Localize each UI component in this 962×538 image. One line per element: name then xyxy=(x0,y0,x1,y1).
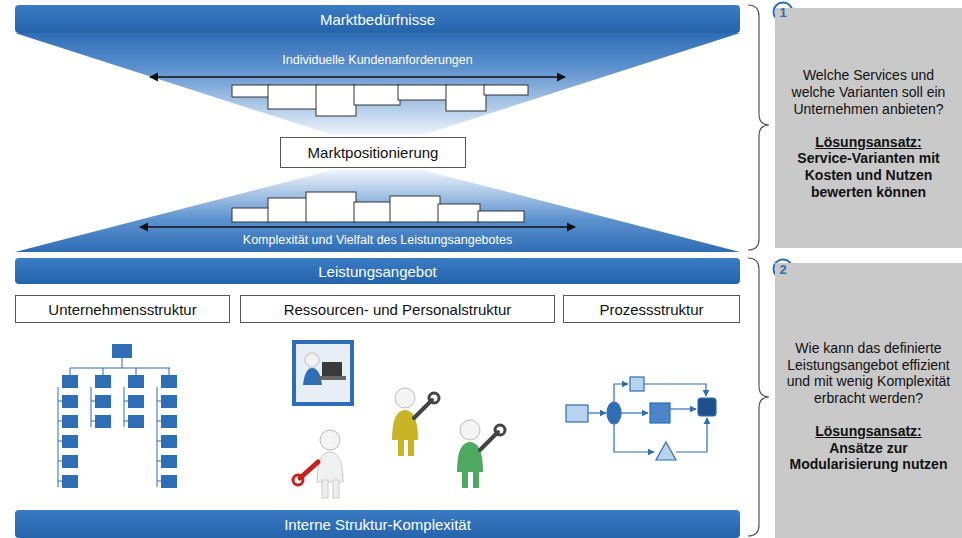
step-shape xyxy=(316,85,356,116)
position-box: Marktpositionierung xyxy=(280,137,466,168)
solution-heading: Lösungsansatz: xyxy=(815,423,922,440)
funnel-shape: Individuelle Kundenanforderungen xyxy=(15,33,740,135)
step-shape xyxy=(354,85,400,105)
step-shape xyxy=(268,198,308,222)
person-computer-icon xyxy=(292,340,354,406)
node-label: Interne Struktur-Komplexität xyxy=(284,516,471,533)
solution-text: Ansätze zur Modularisierung nutzen xyxy=(783,440,954,474)
node-label: Komplexität und Vielfalt des Leistungsan… xyxy=(15,233,740,247)
funnel-fill xyxy=(15,170,740,252)
brace xyxy=(748,5,769,250)
brace xyxy=(748,258,769,536)
step-shape xyxy=(390,196,440,222)
step-shape xyxy=(438,204,480,222)
funnel-shape: Komplexität und Vielfalt des Leistungsan… xyxy=(15,170,740,252)
question-text: Welche Services und welche Varianten sol… xyxy=(783,67,954,117)
double-arrow xyxy=(140,226,575,227)
node-label: Ressourcen- und Personalstruktur xyxy=(284,301,512,318)
worker-red xyxy=(293,430,343,498)
step-shape xyxy=(268,85,318,109)
callout-number: 2 xyxy=(779,262,786,277)
node-label: Marktpositionierung xyxy=(308,144,439,161)
structure-box: Ressourcen- und Personalstruktur xyxy=(240,295,555,323)
callout-number: 1 xyxy=(779,5,786,20)
header-band: Leistungsangebot xyxy=(15,258,740,284)
double-arrow xyxy=(150,76,565,77)
header-band: Marktbedürfnisse xyxy=(15,5,740,33)
structure-box: Prozessstruktur xyxy=(563,295,740,323)
step-shape xyxy=(484,85,528,95)
funnel-outline xyxy=(15,33,740,135)
question-text: Wie kann das definierte Leistungsangebot… xyxy=(783,340,954,407)
step-shape xyxy=(232,85,270,97)
step-shape xyxy=(398,85,448,100)
funnel-fill xyxy=(15,33,740,135)
node-label: Leistungsangebot xyxy=(318,263,436,280)
worker-yellow xyxy=(392,388,439,456)
solution-heading: Lösungsansatz: xyxy=(815,134,922,151)
process-flow-icon xyxy=(566,377,716,460)
node-label: Prozessstruktur xyxy=(599,301,703,318)
node-label: Unternehmensstruktur xyxy=(48,301,196,318)
step-shape xyxy=(446,85,486,111)
step-shape xyxy=(306,192,356,222)
question-panel: Wie kann das definierte Leistungsangebot… xyxy=(775,263,962,538)
node-label: Individuelle Kundenanforderungen xyxy=(15,53,740,67)
footer-band: Interne Struktur-Komplexität xyxy=(15,510,740,538)
worker-green xyxy=(457,420,505,488)
step-shape xyxy=(354,202,392,222)
step-shape xyxy=(232,208,270,222)
step-shape xyxy=(478,211,524,222)
question-panel: Welche Services und welche Varianten sol… xyxy=(775,8,962,248)
solution-text: Service-Varianten mit Kosten und Nutzen … xyxy=(783,150,954,200)
node-label: Marktbedürfnisse xyxy=(320,11,435,28)
org-chart-icon xyxy=(58,344,177,488)
structure-box: Unternehmensstruktur xyxy=(15,295,230,323)
